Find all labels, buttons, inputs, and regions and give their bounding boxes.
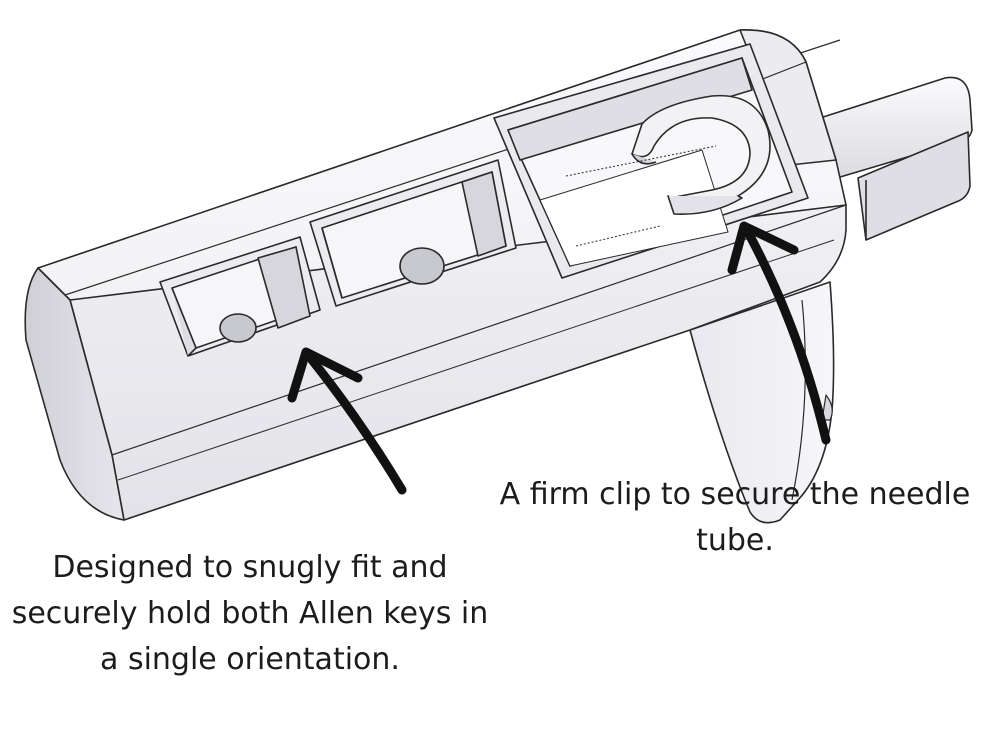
key-pocket-1	[159, 236, 321, 357]
allen-keys-annotation-line-3: a single orientation.	[100, 642, 400, 677]
needle-tube-clip	[631, 94, 771, 215]
clip-annotation-line-2: tube.	[696, 523, 774, 558]
peg	[819, 76, 973, 241]
key-pocket-2	[309, 159, 517, 307]
allen-keys-annotation-line-2: securely hold both Allen keys in	[11, 596, 489, 631]
clip-annotation-line-1: A firm clip to secure the needle	[499, 477, 971, 512]
arrow-to-needle-clip	[727, 221, 831, 445]
allen-keys-annotation-line-1: Designed to snugly fit and	[52, 550, 448, 585]
arrow-to-key-pocket	[287, 347, 407, 495]
end-cap	[24, 267, 125, 521]
clip-annotation: A firm clip to secure the needle tube.	[470, 472, 1000, 564]
allen-keys-annotation: Designed to snugly fit and securely hold…	[0, 545, 500, 683]
